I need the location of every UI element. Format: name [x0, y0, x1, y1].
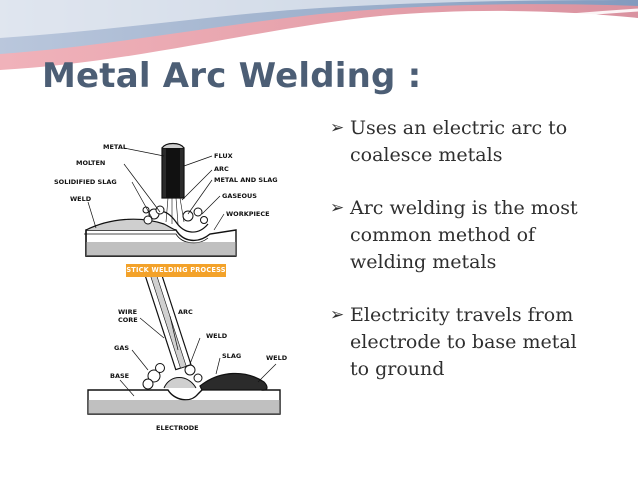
slag-shape [199, 372, 268, 391]
label-weld-right: WELD [266, 354, 288, 362]
bullet-line: electrode to base metal [350, 331, 577, 353]
label-arc-bottom: ARC [178, 308, 193, 316]
welding-diagram-svg: METAL MOLTEN SOLIDIFIED SLAG WELD FLUX A… [54, 142, 288, 432]
bullet-line: coalesce metals [350, 144, 503, 166]
label-base: BASE [110, 372, 129, 380]
header-wave-decoration [0, 0, 638, 90]
bullet-item: ➢ Electricity travels from electrode to … [330, 302, 630, 383]
bullet-item: ➢ Uses an electric arc to coalesce metal… [330, 115, 630, 169]
arrow-bullet-icon: ➢ [330, 198, 345, 218]
label-arc: ARC [214, 165, 229, 173]
arrow-bullet-icon: ➢ [330, 118, 345, 138]
bullet-line: common method of [350, 224, 536, 246]
label-molten: MOLTEN [76, 159, 105, 167]
bullet-list: ➢ Uses an electric arc to coalesce metal… [330, 115, 630, 409]
label-weld-bottom: WELD [206, 332, 228, 340]
label-electrode: ELECTRODE [156, 424, 199, 432]
label-weld: WELD [70, 195, 92, 203]
wire-welding-illustration: WIRE CORE ARC WELD GAS SLAG WELD BASE EL… [87, 266, 288, 432]
label-solidified-slag: SOLIDIFIED SLAG [54, 178, 117, 186]
label-slag: SLAG [222, 352, 241, 360]
bullet-line: welding metals [350, 251, 497, 273]
label-metal: METAL [103, 143, 127, 151]
slide-title: Metal Arc Welding : [42, 56, 422, 96]
welding-diagram: METAL MOLTEN SOLIDIFIED SLAG WELD FLUX A… [48, 138, 296, 438]
bullet-line: Electricity travels from [350, 304, 574, 326]
label-wire: WIRE [118, 308, 137, 316]
bullet-line: Arc welding is the most [350, 197, 578, 219]
bullet-item: ➢ Arc welding is the most common method … [330, 195, 630, 276]
label-core: CORE [118, 316, 138, 324]
arrow-bullet-icon: ➢ [330, 305, 345, 325]
smaw-illustration: METAL MOLTEN SOLIDIFIED SLAG WELD FLUX A… [54, 142, 278, 257]
label-gaseous: GASEOUS [222, 192, 257, 200]
bullet-line: to ground [350, 358, 445, 380]
bullet-line: Uses an electric arc to [350, 117, 568, 139]
stick-welding-process-banner: STICK WELDING PROCESS [126, 264, 226, 277]
label-workpiece: WORKPIECE [226, 210, 270, 218]
solidified-slag-shape [85, 218, 177, 231]
label-gas: GAS [114, 344, 129, 352]
label-flux: FLUX [214, 152, 233, 160]
label-metal-and-slag: METAL AND SLAG [214, 176, 278, 184]
